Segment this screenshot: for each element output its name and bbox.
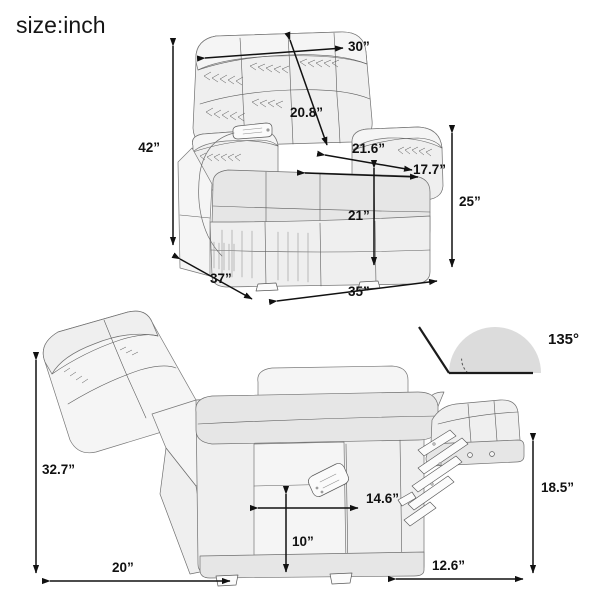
remote-control-lower [308,463,349,497]
dimlabel-overall-width: 35” [348,284,370,299]
dimlabel-footrest-extension: 12.6” [432,558,465,573]
dimlabel-footrest-height: 18.5” [541,480,574,495]
reclined-backrest-stitching [63,346,139,384]
dimlabel-overall-depth: 37” [210,271,232,286]
dimlabel-back-height-diagonal: 20.8” [290,105,323,120]
lower-view-dimensions: 32.7” 20” 14.6” 10” 18.5” 12.6” [32,352,574,585]
dimlabel-arm-height: 25” [459,194,481,209]
chair-upright-illustration [177,31,444,292]
dimlabel-seat-width: 17.7” [413,162,446,177]
chair-reclined-illustration [42,310,525,587]
dimlabel-backrest-extension: 20” [112,560,134,575]
dimline-overall-depth [171,252,253,300]
angle-ray-diagonal [418,326,450,374]
dimlabel-overall-height: 42” [138,140,160,155]
page-title: size:inch [16,12,105,38]
side-pocket-panel [253,441,347,569]
dimline-inside-arm-width [316,150,413,172]
dimline-seat-width [296,169,419,180]
dimlabel-seat-cushion-depth: 10” [292,534,314,549]
dimline-back-height-diagonal [284,31,328,146]
angle-label: 135° [548,331,579,348]
reclined-base-rail [199,551,425,579]
upper-view-dimensions: 30” 20.8” 42” 21.6” 17.7” 21” 25” 37” [138,31,481,306]
linkage-pins [430,442,442,486]
linkage-bracket [397,491,417,507]
dimlabel-seat-depth: 21” [348,208,370,223]
recline-angle-indicator: 135° [418,326,579,375]
dimline-overall-width [268,278,438,306]
dimlabel-inside-arm-width: 21.6” [352,141,385,156]
dimlabel-reclined-height: 32.7” [42,462,75,477]
reclined-armrest [195,391,439,445]
armrest-left-stitching [199,152,242,162]
dimlabel-back-width: 30” [348,39,370,54]
footrest-scissor-linkage [403,429,469,527]
chair-foot-left [255,282,279,292]
dimlabel-seat-cushion-width: 14.6” [366,491,399,506]
remote-control-upper [232,122,273,140]
reclined-foot-rear [329,572,353,585]
angle-disc [449,327,541,373]
